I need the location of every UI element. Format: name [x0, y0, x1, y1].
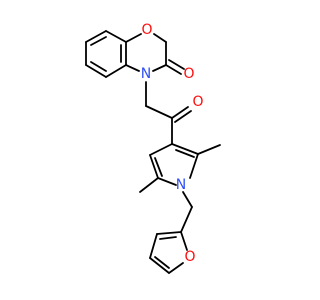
benzene-ring [85, 30, 127, 78]
lactam-carbonyl-oxygen-label: O [183, 66, 194, 82]
pyrrole-nitrogen-label: N [176, 177, 186, 193]
ketone-oxygen-label: O [192, 94, 203, 110]
ring-oxygen-label: O [141, 22, 152, 38]
linker-chain [145, 81, 192, 145]
oxazinone-ring [125, 33, 185, 75]
molecule-structure-diagram: O O N O N O [85, 22, 221, 274]
furan-oxygen-label: O [184, 249, 195, 265]
atom-labels: O O N O N O [141, 22, 204, 265]
pyrrole-ring [139, 143, 221, 233]
oxazinone-nitrogen-label: N [141, 66, 151, 82]
furan-ring [149, 231, 188, 274]
